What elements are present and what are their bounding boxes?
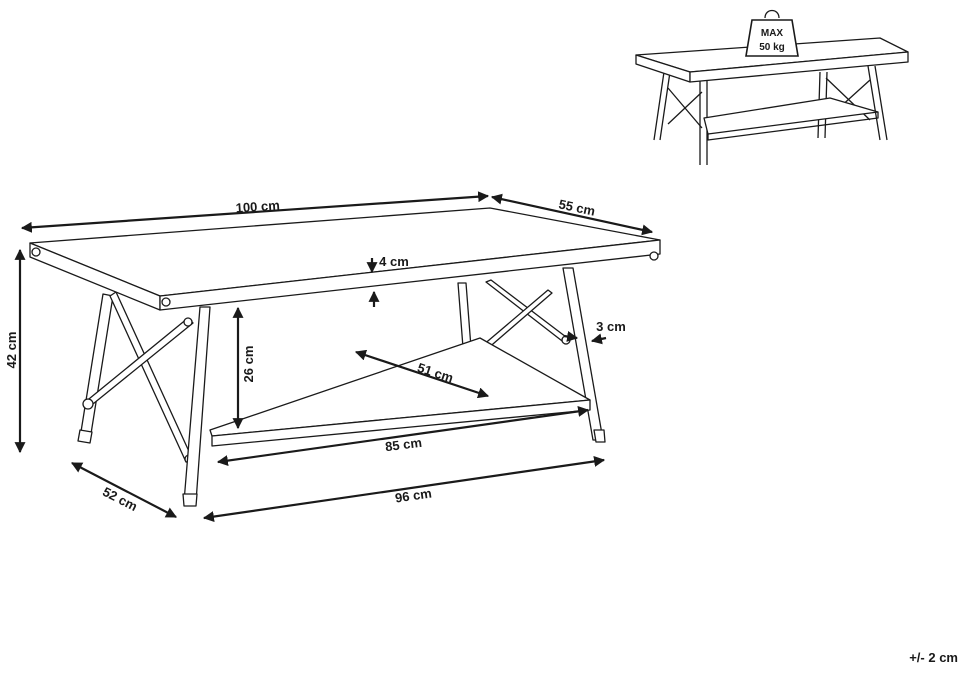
tolerance-note: +/- 2 cm	[909, 650, 958, 665]
dim-label-base-length: 96 cm	[394, 486, 433, 506]
dim-label-top-length: 100 cm	[235, 198, 280, 216]
table-preview: MAX 50 kg	[635, 9, 909, 165]
dim-label-shelf-clearance: 26 cm	[241, 346, 256, 383]
dim-label-top-thickness: 4 cm	[379, 254, 409, 269]
dim-label-top-depth: 55 cm	[557, 196, 596, 218]
table-main	[29, 207, 661, 507]
dim-label-leg-width: 3 cm	[596, 319, 626, 334]
dim-label-total-height: 42 cm	[4, 332, 19, 369]
dimension-lines	[14, 191, 654, 523]
weight-icon	[745, 9, 799, 57]
weight-limit-label: 50 kg	[759, 42, 785, 53]
dim-label-shelf-length: 85 cm	[384, 435, 422, 454]
weight-max-label: MAX	[761, 28, 784, 39]
